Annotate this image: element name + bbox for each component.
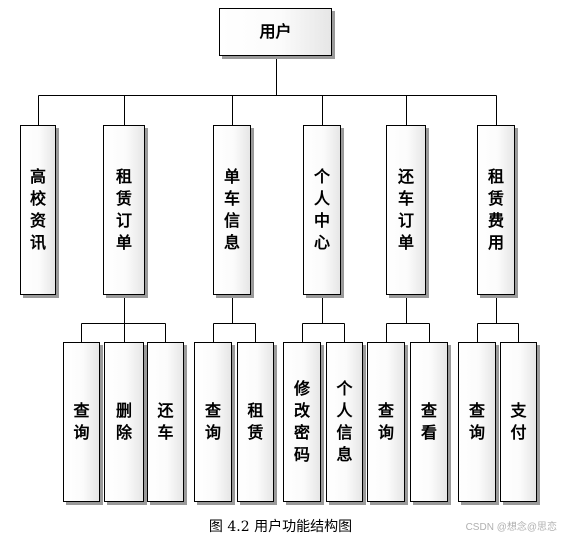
leaf-label: 修改密码 xyxy=(293,379,310,464)
figure-caption: 图 4.2 用户功能结构图 xyxy=(208,519,353,535)
module-label: 高校资讯 xyxy=(29,167,46,252)
leaf-box: 查询 xyxy=(63,342,100,502)
leaf-box: 还车 xyxy=(147,342,184,502)
leaf-box: 支付 xyxy=(500,342,537,502)
leaf-label: 租赁 xyxy=(247,401,264,442)
leaf-box: 查询 xyxy=(194,342,232,502)
module-box: 还车订单 xyxy=(386,125,426,295)
leaf-box: 查看 xyxy=(410,342,448,502)
leaf-box: 修改密码 xyxy=(283,342,321,502)
module-box: 高校资讯 xyxy=(20,125,56,295)
leaf-box: 个人信息 xyxy=(326,342,363,502)
leaf-label: 删除 xyxy=(115,401,132,442)
module-label: 个人中心 xyxy=(313,167,330,252)
module-label: 单车信息 xyxy=(223,167,240,252)
leaf-label: 查询 xyxy=(73,401,90,442)
leaf-label: 查询 xyxy=(377,401,394,442)
module-box: 个人中心 xyxy=(303,125,341,295)
root-label: 用户 xyxy=(259,22,292,41)
module-label: 还车订单 xyxy=(397,167,414,252)
root-node: 用户 xyxy=(219,8,332,56)
leaf-label: 查看 xyxy=(420,401,437,442)
leaf-box: 查询 xyxy=(367,342,405,502)
leaf-box: 查询 xyxy=(458,342,496,502)
leaf-box: 删除 xyxy=(104,342,144,502)
module-label: 租赁订单 xyxy=(115,167,132,252)
watermark-text: CSDN @想念@思恋 xyxy=(465,522,557,533)
leaf-label: 查询 xyxy=(204,401,221,442)
leaf-label: 支付 xyxy=(510,401,527,442)
leaf-box: 租赁 xyxy=(237,342,274,502)
module-box: 租赁订单 xyxy=(103,125,145,295)
leaf-label: 个人信息 xyxy=(336,379,353,464)
leaf-label: 还车 xyxy=(157,401,174,442)
module-label: 租赁费用 xyxy=(487,167,504,252)
module-box: 租赁费用 xyxy=(477,125,515,295)
module-box: 单车信息 xyxy=(213,125,251,295)
leaf-label: 查询 xyxy=(468,401,485,442)
